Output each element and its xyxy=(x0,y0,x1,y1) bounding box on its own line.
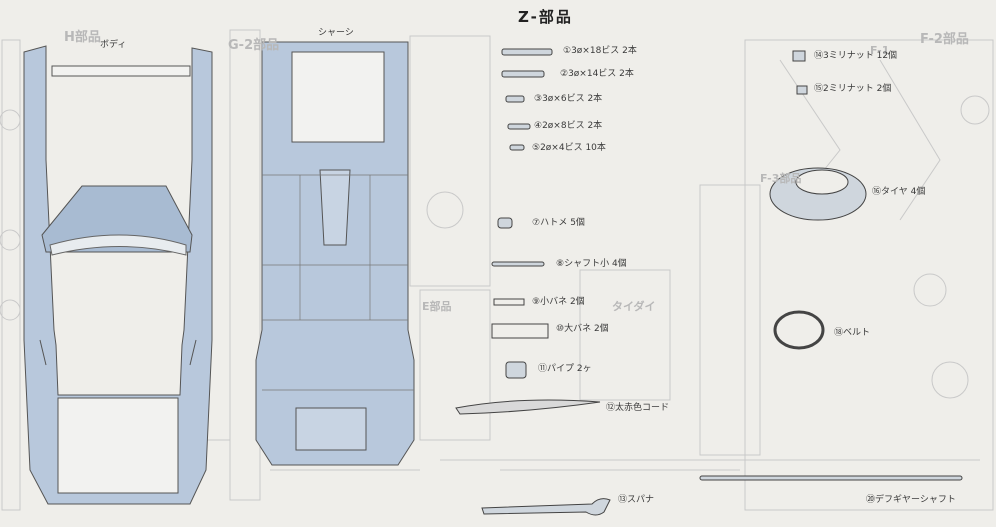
part-label-1: ①3ø×18ビス 2本 xyxy=(563,46,637,56)
nut-2mm-icon xyxy=(796,85,808,95)
page-title: Z-部品 xyxy=(518,8,573,26)
small-spring-icon xyxy=(493,298,525,306)
screw-2x8-icon xyxy=(507,123,531,130)
part-label-3: ③3ø×6ビス 2本 xyxy=(534,94,603,104)
part-label-20: ⑳デフギヤーシャフト xyxy=(866,495,956,505)
small-shaft-icon xyxy=(491,261,545,267)
screw-3x18-icon xyxy=(501,48,553,56)
screw-3x14-icon xyxy=(501,70,545,78)
bg-label-e-parts: E部品 xyxy=(422,300,452,313)
part-label-4: ④2ø×8ビス 2本 xyxy=(534,121,603,131)
screw-2x4-icon xyxy=(509,144,525,151)
wrench-icon xyxy=(481,498,611,516)
bg-label-h-parts: H部品 xyxy=(64,30,101,45)
pipe-icon xyxy=(505,361,527,379)
diff-gear-shaft-icon xyxy=(699,475,963,481)
part-label-13: ⑬スパナ xyxy=(618,495,655,505)
bg-label-g2-parts: G-2部品 xyxy=(228,38,280,53)
part-label-7: ⑦ハトメ 5個 xyxy=(532,218,585,228)
part-label-5: ⑤2ø×4ビス 10本 xyxy=(532,143,606,153)
large-spring-icon xyxy=(491,323,549,339)
eyelet-icon xyxy=(497,217,513,229)
nut-3mm-icon xyxy=(792,50,806,62)
belt-icon xyxy=(773,310,825,350)
part-label-8: ⑧シャフト小 4個 xyxy=(556,259,627,269)
part-label-12: ⑫太赤色コード xyxy=(606,403,670,413)
red-cord-icon xyxy=(455,399,601,415)
bg-label-f3-parts: F-3部品 xyxy=(760,172,802,185)
body-shell xyxy=(23,45,213,505)
chassis-plate xyxy=(255,41,415,466)
part-label-2: ②3ø×14ビス 2本 xyxy=(560,69,634,79)
chassis-label: シャーシ xyxy=(318,28,354,38)
part-label-11: ⑪パイプ 2ヶ xyxy=(538,364,592,374)
body-label: ボディ xyxy=(100,40,127,50)
part-label-10: ⑩大バネ 2個 xyxy=(556,324,609,334)
screw-3x6-icon xyxy=(505,95,525,103)
bg-label-f1: F-1 xyxy=(870,44,890,57)
part-label-15: ⑮2ミリナット 2個 xyxy=(814,84,892,94)
part-label-14: ⑭3ミリナット 12個 xyxy=(814,51,898,61)
part-label-9: ⑨小バネ 2個 xyxy=(532,297,585,307)
part-icons xyxy=(455,48,963,516)
bg-label-f2-parts: F-2部品 xyxy=(920,32,969,47)
part-label-18: ⑱ベルト xyxy=(834,328,871,338)
part-label-16: ⑯タイヤ 4個 xyxy=(872,187,926,197)
bg-label-tire-parts: タイダイ xyxy=(612,300,656,313)
